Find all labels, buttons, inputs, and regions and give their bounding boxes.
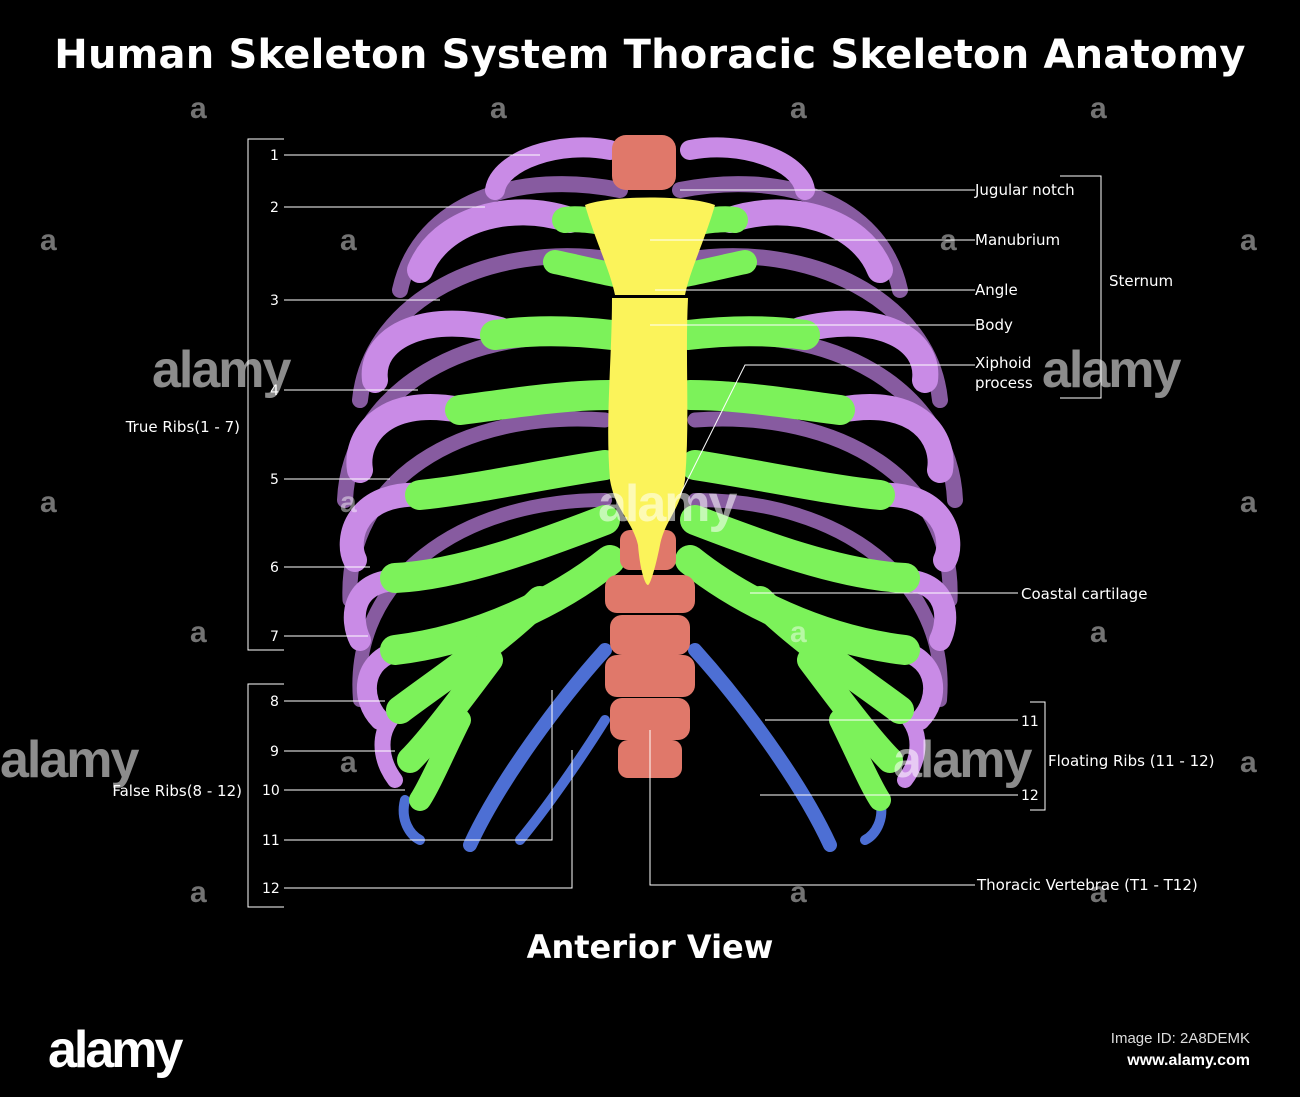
- right-leader-lines: [649, 175, 1102, 886]
- watermark-text: alamy: [598, 475, 737, 533]
- watermark-mark: a: [1090, 92, 1107, 125]
- costal-cartilage: [380, 206, 920, 811]
- jugular-notch-label: Jugular notch: [974, 181, 1075, 199]
- watermark-text: alamy: [152, 341, 291, 399]
- watermark-mark: a: [1240, 224, 1257, 257]
- watermark-mark: a: [190, 616, 207, 649]
- page-title: Human Skeleton System Thoracic Skeleton …: [54, 32, 1246, 78]
- watermark-text: alamy: [1042, 341, 1181, 399]
- rib-number-10: 10: [262, 783, 280, 799]
- body-label: Body: [975, 316, 1013, 334]
- watermark-mark: a: [1090, 616, 1107, 649]
- watermark-mark: a: [790, 616, 807, 649]
- rib-number-8: 8: [270, 694, 279, 710]
- rib-number-4: 4: [270, 383, 279, 399]
- coastal-cartilage-label: Coastal cartilage: [1021, 585, 1147, 603]
- watermark-mark: a: [340, 486, 357, 519]
- watermark-text: alamy: [0, 731, 139, 789]
- sternum: [585, 197, 715, 585]
- true-ribs-label: True Ribs(1 - 7): [125, 418, 240, 436]
- manubrium-label: Manubrium: [975, 231, 1060, 249]
- rib-cage-illustration: [337, 135, 963, 852]
- watermark-mark: a: [40, 486, 57, 519]
- angle-label: Angle: [975, 281, 1018, 299]
- watermark-mark: a: [1240, 746, 1257, 779]
- rib-number-7: 7: [270, 629, 279, 645]
- watermark-mark: a: [40, 224, 57, 257]
- watermark-text: alamy: [893, 731, 1032, 789]
- watermark-mark: a: [340, 746, 357, 779]
- watermark-mark: a: [1090, 876, 1107, 909]
- left-label-group: True Ribs(1 - 7) False Ribs(8 - 12) 1 2 …: [112, 138, 573, 908]
- left-leader-lines: [284, 154, 573, 889]
- watermark-mark: a: [1240, 486, 1257, 519]
- rib-number-1: 1: [270, 148, 279, 164]
- right-label-group: Jugular notch Manubrium Angle Body Xipho…: [649, 175, 1215, 894]
- watermark-mark: a: [790, 876, 807, 909]
- watermark-mark: a: [190, 876, 207, 909]
- alamy-logo: alamy: [48, 1021, 183, 1079]
- xiphoid-label-line-1: Xiphoid: [975, 354, 1031, 372]
- sternum-label: Sternum: [1109, 272, 1173, 290]
- false-ribs-label: False Ribs(8 - 12): [112, 782, 242, 800]
- watermark-mark: a: [190, 92, 207, 125]
- rib-number-5: 5: [270, 472, 279, 488]
- watermark-mark: a: [490, 92, 507, 125]
- rib-number-2: 2: [270, 200, 279, 216]
- floating-rib-12-label: 12: [1021, 788, 1039, 804]
- floating-rib-11-label: 11: [1021, 714, 1039, 730]
- rib-number-11: 11: [262, 833, 280, 849]
- rib-number-6: 6: [270, 560, 279, 576]
- image-id-text: Image ID: 2A8DEMK: [1110, 1030, 1250, 1047]
- rib-number-9: 9: [270, 744, 279, 760]
- rib-number-3: 3: [270, 293, 279, 309]
- site-url-text: www.alamy.com: [1127, 1052, 1250, 1069]
- floating-ribs: [398, 643, 887, 852]
- floating-ribs-label: Floating Ribs (11 - 12): [1048, 752, 1215, 770]
- watermark-mark: a: [340, 224, 357, 257]
- rib-number-12: 12: [262, 881, 280, 897]
- thoracic-vertebrae-label: Thoracic Vertebrae (T1 - T12): [976, 876, 1198, 894]
- view-caption: Anterior View: [526, 928, 774, 966]
- xiphoid-label-line-2: process: [975, 374, 1033, 392]
- watermark-mark: a: [790, 92, 807, 125]
- watermark-mark: a: [940, 224, 957, 257]
